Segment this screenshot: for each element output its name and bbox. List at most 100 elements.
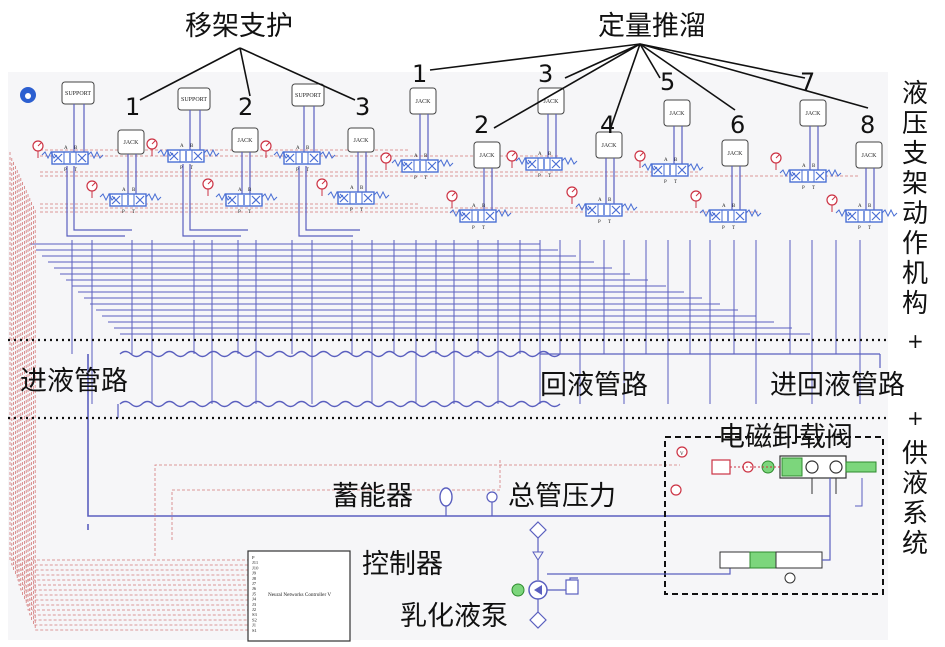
valve-port-label: P <box>664 180 667 185</box>
controller-port-label: J11 <box>252 560 259 565</box>
valve-cross <box>611 205 621 215</box>
valve-spring <box>261 192 278 202</box>
gauge-needle <box>91 182 96 187</box>
jack-cylinder-icon-label: JACK <box>669 111 685 117</box>
motor-icon <box>511 583 525 597</box>
valve-cross <box>791 171 801 181</box>
controller-port-label: J1 <box>252 623 257 628</box>
supply-side-char: 液 <box>902 469 928 499</box>
valve-cross <box>339 193 349 203</box>
valve-port-label: B <box>248 188 252 193</box>
jack-cylinder-icon <box>231 127 259 153</box>
valve-port-label: B <box>306 146 310 151</box>
support-number: 1 <box>125 93 140 121</box>
unload-valve-box <box>664 436 884 595</box>
signal-line <box>29 198 248 616</box>
valve-cross <box>677 165 687 175</box>
unload-gauge-icon <box>676 446 688 458</box>
valve-port-label: B <box>674 158 678 163</box>
valve-spring <box>881 208 898 218</box>
controller-port-label: S2 <box>252 617 258 622</box>
jack-cylinder-icon <box>663 99 691 127</box>
valve-cross <box>527 159 537 169</box>
signal-line <box>27 194 248 611</box>
valve-cross <box>587 205 597 215</box>
valve-spring <box>391 158 408 168</box>
valve-cross <box>815 171 825 181</box>
gauge-needle <box>831 196 836 201</box>
jack-cylinder-icon <box>799 99 827 127</box>
jack-cylinder-icon <box>595 131 623 159</box>
valve-cross <box>403 161 413 171</box>
valve-port-label: T <box>74 168 77 173</box>
gauge-needle <box>207 180 212 185</box>
actuator-side-char: 构 <box>902 289 928 319</box>
jack-cylinder-icon-label: JACK <box>543 99 559 105</box>
jack-cylinder-icon-label: JACK <box>805 111 821 117</box>
signal-line <box>22 182 248 596</box>
valve-port-label: B <box>424 154 428 159</box>
support-cylinder-icon-label: SUPPORT <box>181 97 207 103</box>
valve-cross <box>461 211 471 221</box>
water-drop-highlight <box>25 93 31 99</box>
support-cylinder-icon-label: SUPPORT <box>65 91 91 97</box>
support-cylinder-icon-label: SUPPORT <box>295 93 321 99</box>
jack-cylinder-icon-label: JACK <box>123 140 139 146</box>
valve-port-label: A <box>238 188 242 193</box>
support-return-line <box>305 166 360 231</box>
support-return-line <box>182 164 241 237</box>
unload-valve-label: 电磁卸载阀 <box>718 422 853 453</box>
valve-port-label: T <box>424 176 427 181</box>
valve-port-label: A <box>538 152 542 157</box>
pump-label: 乳化液泵 <box>400 601 508 632</box>
valve-port-label: A <box>296 146 300 151</box>
unload-pilot-icon <box>711 459 731 475</box>
jack-cylinder-icon <box>347 127 375 153</box>
valve-port-label: T <box>868 226 871 231</box>
controller-port-label: S1 <box>252 628 258 633</box>
push-pointer-line <box>639 43 736 111</box>
support-number: 2 <box>238 93 253 121</box>
valve-spring <box>87 150 104 160</box>
controller-label: 控制器 <box>362 549 443 580</box>
valve-cross <box>193 151 203 161</box>
actuator-side-char: 支 <box>902 139 928 169</box>
actuator-side-char: 作 <box>902 229 928 259</box>
valve-spring <box>621 202 638 212</box>
support-return-line <box>189 164 248 231</box>
push-number: 4 <box>600 111 615 139</box>
push-pointer-line <box>429 43 641 71</box>
jack-cylinder-icon-label: JACK <box>479 153 495 159</box>
return-pipe-label: 回液管路 <box>540 370 648 401</box>
push-number: 6 <box>730 111 745 139</box>
valve-port-label: T <box>306 168 309 173</box>
neural-network-controller <box>247 550 351 642</box>
valve-cross <box>363 193 373 203</box>
controller-port-label: J2 <box>252 607 257 612</box>
signal-line <box>13 162 248 571</box>
valve-spring <box>327 190 344 200</box>
valve-port-label: T <box>608 220 611 225</box>
signal-line <box>9 152 248 561</box>
valve-port-label: T <box>360 208 363 213</box>
valve-cross <box>285 153 295 163</box>
valve-cross <box>53 153 63 163</box>
valve-port-label: B <box>482 204 486 209</box>
signal-line <box>25 190 248 606</box>
valve-port-label: A <box>858 204 862 209</box>
valve-cross <box>169 151 179 161</box>
support-return-line <box>66 166 125 237</box>
valve-cross <box>871 211 881 221</box>
controller-port-label: J7 <box>252 581 257 586</box>
jack-cylinder-icon <box>117 129 145 155</box>
valve-cross <box>485 211 495 221</box>
controller-port-label: J9 <box>252 571 257 576</box>
valve-cross <box>551 159 561 169</box>
actuator-side-char: 机 <box>902 259 928 289</box>
signal-line <box>171 460 501 540</box>
